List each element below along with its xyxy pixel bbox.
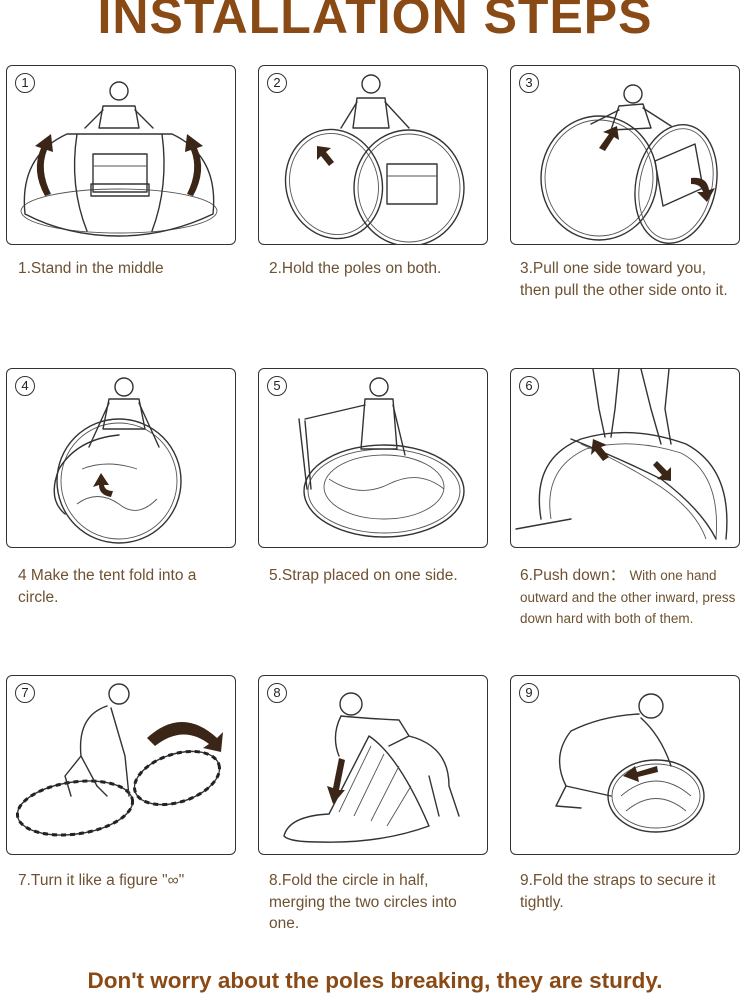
step-6-number: 6 bbox=[519, 376, 539, 396]
step-7-illustration bbox=[15, 683, 223, 837]
step-2-number: 2 bbox=[267, 73, 287, 93]
step-3-caption: 3.Pull one side toward you, then pull th… bbox=[520, 260, 728, 299]
step-3-illustration bbox=[540, 84, 718, 244]
step-5-illustration bbox=[298, 377, 465, 538]
step-2-caption: 2.Hold the poles on both. bbox=[269, 260, 442, 277]
step-1-panel: 1 bbox=[6, 65, 236, 245]
step-1-caption: 1.Stand in the middle bbox=[18, 260, 164, 277]
step-6-caption-main: 6.Push down： bbox=[520, 567, 626, 584]
step-5-panel: 5 bbox=[258, 368, 488, 548]
step-2-panel: 2 bbox=[258, 65, 488, 245]
step-7-caption: 7.Turn it like a figure "∞" bbox=[18, 872, 185, 889]
step-8-illustration bbox=[283, 692, 460, 843]
step-6-illustration bbox=[515, 369, 728, 540]
step-6-caption: 6.Push down： With one hand outward and t… bbox=[520, 565, 748, 630]
step-9-number: 9 bbox=[519, 683, 539, 703]
step-7-panel: 7 bbox=[6, 675, 236, 855]
step-9-panel: 9 bbox=[510, 675, 740, 855]
step-5-caption: 5.Strap placed on one side. bbox=[269, 567, 458, 584]
step-5-number: 5 bbox=[267, 376, 287, 396]
step-4-illustration bbox=[53, 377, 182, 544]
step-9-illustration bbox=[555, 693, 705, 833]
step-4-panel: 4 bbox=[6, 368, 236, 548]
step-8-panel: 8 bbox=[258, 675, 488, 855]
step-3-panel: 3 bbox=[510, 65, 740, 245]
step-1-number: 1 bbox=[15, 73, 35, 93]
step-6-panel: 6 bbox=[510, 368, 740, 548]
footer-note: Don't worry about the poles breaking, th… bbox=[87, 968, 663, 993]
step-9-caption: 9.Fold the straps to secure it tightly. bbox=[520, 872, 716, 911]
step-6-caption-detail: With one hand outward and the other inwa… bbox=[520, 568, 736, 626]
step-1-illustration bbox=[20, 81, 218, 237]
step-8-number: 8 bbox=[267, 683, 287, 703]
step-4-number: 4 bbox=[15, 376, 35, 396]
page-title: INSTALLATION STEPS bbox=[97, 0, 653, 44]
step-7-number: 7 bbox=[15, 683, 35, 703]
step-2-illustration bbox=[284, 74, 465, 244]
step-8-caption: 8.Fold the circle in half, merging the t… bbox=[269, 872, 457, 932]
step-4-caption: 4 Make the tent fold into a circle. bbox=[18, 567, 197, 606]
step-3-number: 3 bbox=[519, 73, 539, 93]
